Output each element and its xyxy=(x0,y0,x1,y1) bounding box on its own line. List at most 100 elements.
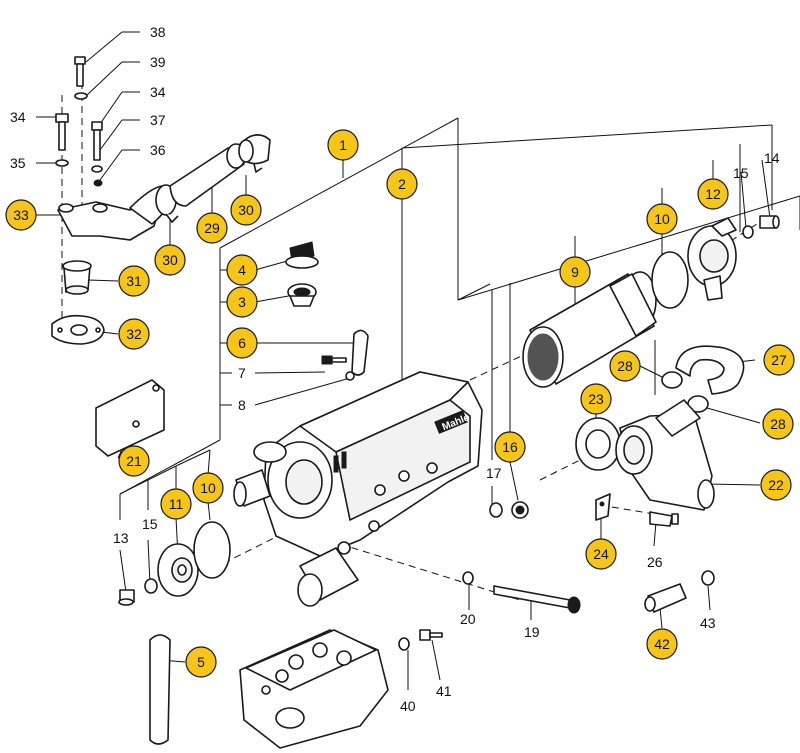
screw-38 xyxy=(74,56,86,87)
callout-30-lower-text: 30 xyxy=(162,252,178,268)
sensor-42 xyxy=(644,583,687,613)
strap-6 xyxy=(351,329,369,376)
rotor-11 xyxy=(157,543,199,597)
callout-2: 2 xyxy=(386,168,418,200)
label-38: 38 xyxy=(150,24,166,40)
callout-1-text: 1 xyxy=(339,137,347,153)
cover-12 xyxy=(687,217,737,301)
seal-17 xyxy=(489,502,503,518)
callout-2-text: 2 xyxy=(398,176,406,192)
cap-4 xyxy=(285,241,319,269)
o-ring-10-right xyxy=(651,251,689,309)
cap-3 xyxy=(287,283,317,307)
gasket-23 xyxy=(575,417,621,471)
callout-12-text: 12 xyxy=(705,186,721,202)
callout-28-lower-text: 28 xyxy=(770,416,786,432)
callout-10-left: 10 xyxy=(192,472,224,504)
callout-16-text: 16 xyxy=(502,439,518,455)
washer-35 xyxy=(55,159,69,167)
label-43: 43 xyxy=(700,615,716,631)
callout-24-text: 24 xyxy=(593,546,609,562)
callout-5: 5 xyxy=(185,646,217,678)
callout-23-text: 23 xyxy=(588,391,604,407)
callout-30-upper: 30 xyxy=(230,194,262,226)
callout-10-right: 10 xyxy=(646,203,678,235)
callout-31: 31 xyxy=(118,265,150,297)
label-34-left: 34 xyxy=(10,109,26,125)
plug-14 xyxy=(759,215,780,229)
screw-41 xyxy=(419,629,443,641)
label-17: 17 xyxy=(486,465,502,481)
label-19: 19 xyxy=(524,624,540,640)
callout-6-text: 6 xyxy=(238,335,246,351)
label-34-right: 34 xyxy=(150,84,166,100)
label-13: 13 xyxy=(113,530,129,546)
plate-21 xyxy=(95,379,165,457)
callout-29: 29 xyxy=(196,212,228,244)
callout-30-upper-text: 30 xyxy=(238,202,254,218)
label-35: 35 xyxy=(10,155,26,171)
callout-4-text: 4 xyxy=(238,262,246,278)
callout-28-upper-text: 28 xyxy=(617,358,633,374)
cylinder-head xyxy=(239,629,389,749)
thermostat-31 xyxy=(62,260,92,295)
screw-34-left xyxy=(55,113,69,151)
hose-clamp-30-lower xyxy=(155,184,179,223)
label-40: 40 xyxy=(400,698,416,714)
sensor-26 xyxy=(649,511,679,527)
callout-42: 42 xyxy=(646,628,678,660)
callout-11-text: 11 xyxy=(169,496,184,512)
callout-21-text: 21 xyxy=(126,453,142,469)
callout-31-text: 31 xyxy=(126,273,142,289)
gasket-32 xyxy=(51,314,105,345)
washer-40 xyxy=(398,637,410,651)
callout-5-text: 5 xyxy=(197,654,205,670)
callout-33-text: 33 xyxy=(13,207,29,223)
bracket-24 xyxy=(595,493,611,521)
bolt-19 xyxy=(493,585,581,614)
washer-20 xyxy=(462,571,474,585)
filter-9 xyxy=(522,271,657,388)
main-housing-2: Mahle xyxy=(233,371,483,607)
callout-28-upper: 28 xyxy=(609,350,641,382)
callout-22-text: 22 xyxy=(768,477,784,493)
screw-34-right xyxy=(91,121,103,161)
callout-3: 3 xyxy=(226,286,258,318)
screw-7 xyxy=(321,355,347,365)
washer-15-left xyxy=(144,578,158,594)
callout-28-lower: 28 xyxy=(762,408,794,440)
callout-1: 1 xyxy=(327,129,359,161)
elbow-22 xyxy=(615,399,715,511)
nut-36 xyxy=(93,179,103,187)
callout-24: 24 xyxy=(585,538,617,570)
callout-30-lower: 30 xyxy=(154,244,186,276)
label-14: 14 xyxy=(764,150,780,166)
label-15-right: 15 xyxy=(733,165,749,181)
plug-16 xyxy=(511,501,529,519)
callout-9-text: 9 xyxy=(571,264,579,280)
callout-6: 6 xyxy=(226,327,258,359)
label-26: 26 xyxy=(647,554,663,570)
callout-21: 21 xyxy=(118,445,150,477)
callout-16: 16 xyxy=(494,431,526,463)
callout-3-text: 3 xyxy=(238,294,246,310)
callout-12: 12 xyxy=(697,178,729,210)
callout-22: 22 xyxy=(760,469,792,501)
callout-29-text: 29 xyxy=(204,220,220,236)
label-7: 7 xyxy=(238,365,246,381)
washer-37 xyxy=(91,165,103,173)
callout-23: 23 xyxy=(580,383,612,415)
hose-29 xyxy=(169,143,246,207)
label-20: 20 xyxy=(460,611,476,627)
callout-11: 11 xyxy=(160,488,192,520)
callout-42-text: 42 xyxy=(654,636,670,652)
label-37: 37 xyxy=(150,112,166,128)
washer-15-right xyxy=(742,225,754,239)
hose-5 xyxy=(149,634,171,745)
label-36: 36 xyxy=(150,142,166,158)
o-ring-10-left xyxy=(193,521,231,579)
clamp-28-upper xyxy=(661,371,683,389)
label-41: 41 xyxy=(436,683,452,699)
callout-33: 33 xyxy=(5,199,37,231)
